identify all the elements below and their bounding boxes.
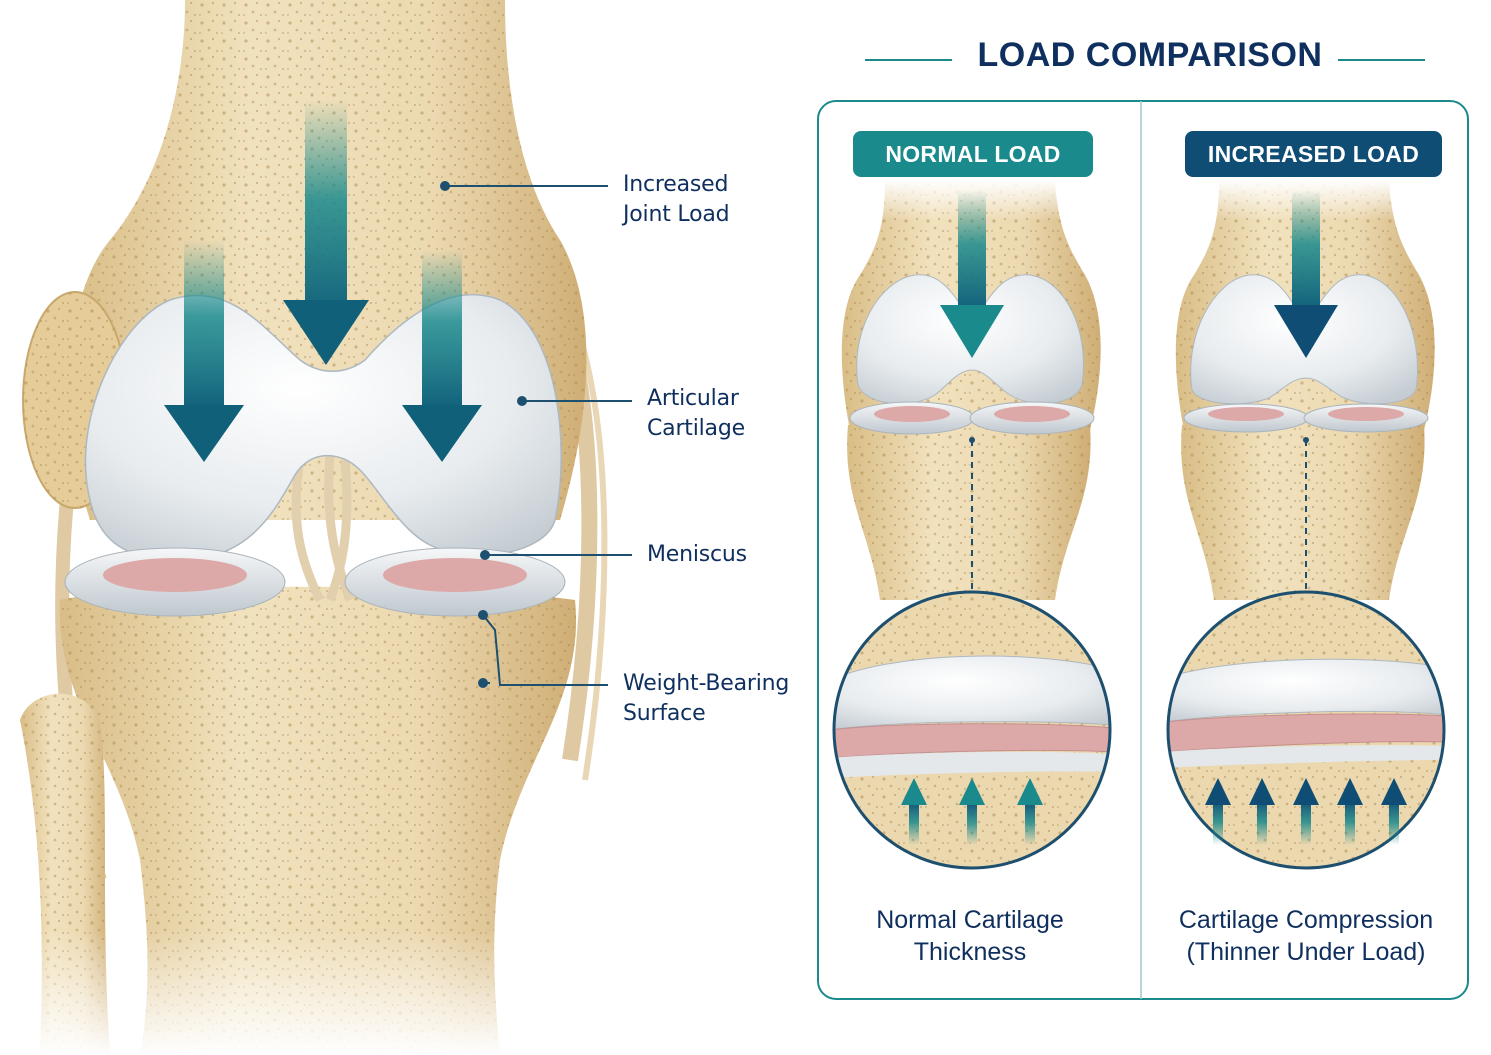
- caption-line: (Thinner Under Load): [1186, 938, 1426, 966]
- increased-load-badge: INCREASED LOAD: [1185, 131, 1442, 177]
- comparison-title: LOAD COMPARISON: [977, 36, 1323, 74]
- up-arrow-icon: [1017, 778, 1043, 845]
- label-articular-cartilage: Articular Cartilage: [647, 384, 745, 444]
- up-arrow-icon: [1293, 778, 1319, 845]
- down-arrow-icon: [283, 100, 369, 365]
- label-line: Surface: [623, 701, 706, 726]
- label-dot: [440, 181, 450, 191]
- label-weight-bearing-surface: Weight-Bearing Surface: [623, 669, 789, 729]
- label-increased-joint-load: Increased Joint Load: [623, 170, 730, 230]
- label-line: Meniscus: [647, 542, 747, 567]
- caption-line: Thickness: [913, 938, 1027, 966]
- normal-caption: Normal Cartilage Thickness: [810, 904, 1130, 968]
- normal-load-badge: NORMAL LOAD: [853, 131, 1093, 177]
- down-arrow-icon: [402, 250, 482, 462]
- up-arrow-icon: [1337, 778, 1363, 845]
- label-line: Articular: [647, 386, 739, 411]
- increased-pressure-arrows: [1205, 778, 1407, 845]
- down-arrow-icon: [940, 190, 1004, 358]
- label-dot: [478, 610, 488, 620]
- label-meniscus: Meniscus: [647, 540, 747, 570]
- label-dot: [480, 550, 490, 560]
- caption-line: Cartilage Compression: [1178, 906, 1434, 934]
- increased-caption: Cartilage Compression (Thinner Under Loa…: [1146, 904, 1466, 968]
- cruciate-ligaments: [291, 454, 355, 603]
- label-dot: [517, 396, 527, 406]
- label-dot: [478, 678, 488, 688]
- normal-load-knee: [830, 180, 1120, 600]
- up-arrow-icon: [1249, 778, 1275, 845]
- increased-load-knee: [1164, 180, 1454, 600]
- label-line: Weight-Bearing: [623, 671, 790, 696]
- main-knee-diagram: [0, 0, 650, 1055]
- up-arrow-icon: [1205, 778, 1231, 845]
- normal-pressure-arrows: [901, 778, 1043, 845]
- up-arrow-icon: [1381, 778, 1407, 845]
- label-line: Cartilage: [647, 416, 745, 441]
- meniscus-left: [64, 547, 286, 617]
- up-arrow-icon: [901, 778, 927, 845]
- meniscus-right: [344, 547, 566, 617]
- label-line: Increased: [623, 172, 729, 197]
- label-line: Joint Load: [623, 202, 730, 227]
- up-arrow-icon: [959, 778, 985, 845]
- caption-line: Normal Cartilage: [876, 906, 1064, 934]
- down-arrow-icon: [164, 240, 244, 462]
- down-arrow-icon: [1274, 190, 1338, 358]
- label-leader-lines: [445, 185, 632, 686]
- comparison-panel: [817, 59, 1469, 1000]
